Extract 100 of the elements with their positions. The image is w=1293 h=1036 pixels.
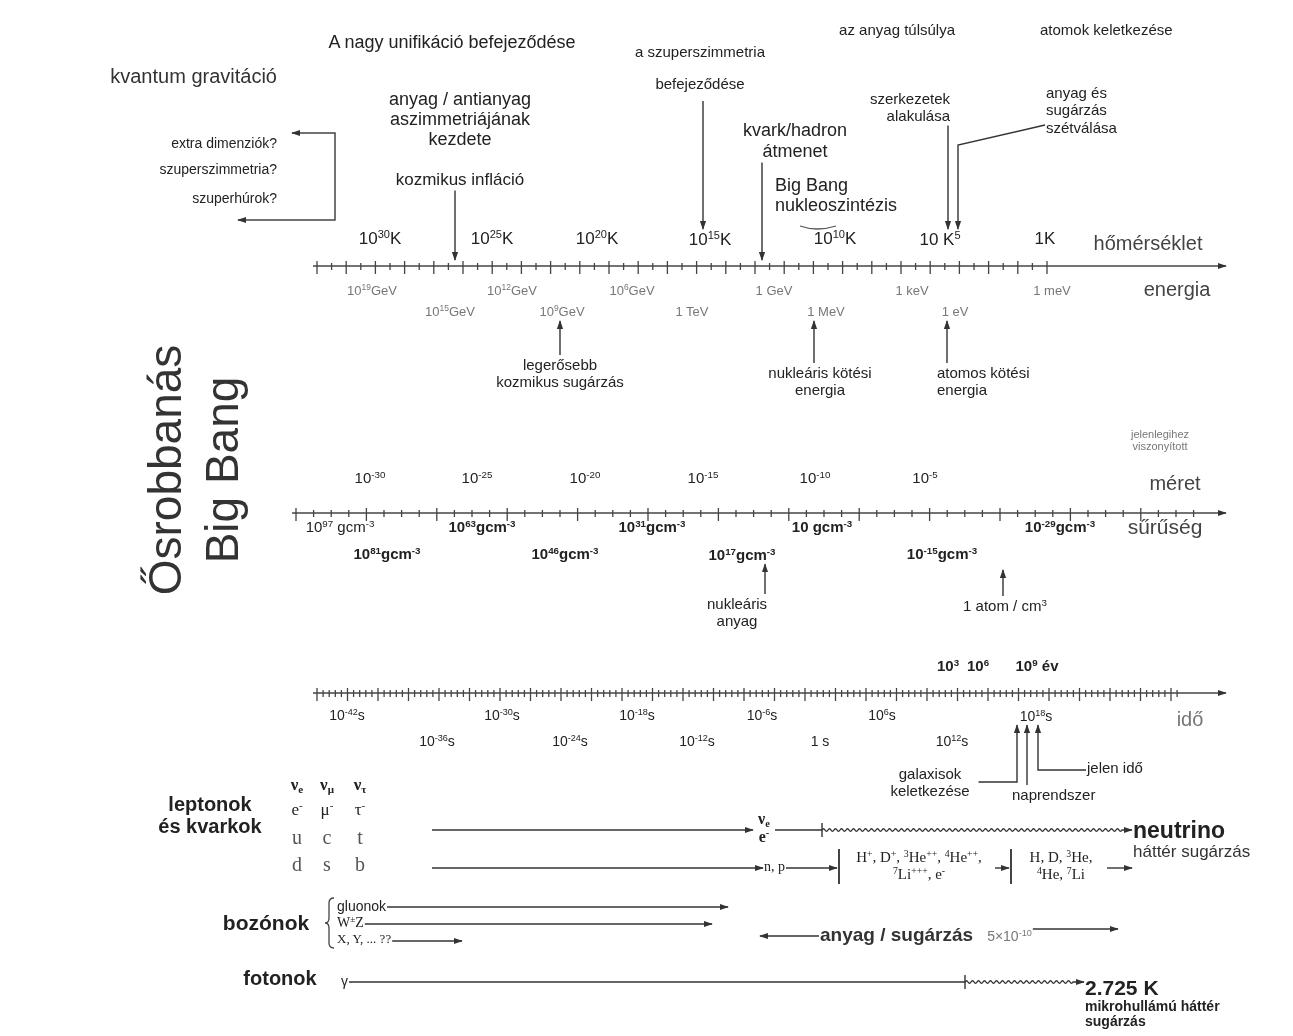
annotation-text: kozmikus infláció	[375, 170, 545, 190]
annotation-text: neutrino	[1133, 818, 1226, 844]
arrow	[759, 932, 820, 940]
axis-label: 10$^{30}$K	[358, 230, 402, 249]
axis-label: 10$^{6}$	[966, 658, 990, 675]
annotation-text: háttér sugárzás	[1133, 843, 1252, 862]
annotation-text: bozónok	[222, 911, 310, 935]
annotation-text: n, p	[764, 859, 785, 876]
axis-title: energia	[1143, 278, 1211, 300]
arrow	[451, 189, 459, 261]
axis-label: 10$^{63}$gcm$^{-3}$	[448, 519, 516, 536]
temperature-energy-axis	[312, 260, 1227, 275]
annotation-text: fotonok	[243, 967, 317, 989]
axis-label: 10$^{97}$ gcm$^{-3}$	[305, 519, 375, 536]
arrow	[944, 124, 952, 230]
axis-label: 10$^{-29}$gcm$^{-3}$	[1024, 519, 1096, 536]
annotation-text: 10$^{9}$GeV	[539, 305, 585, 320]
axis-label: 10$^{-30}$s	[484, 708, 520, 724]
annotation-text: X, Y, ... ??	[337, 932, 392, 947]
axis-label: 10$^{12}$s	[935, 734, 969, 750]
arrow	[943, 320, 951, 364]
arrow	[1034, 724, 1087, 771]
axis-label: 10$^{-12}$s	[679, 734, 715, 750]
particle-symbol: t	[357, 826, 363, 848]
arrow	[364, 920, 713, 928]
axis-title: méret	[1149, 472, 1201, 494]
particle-symbol: u	[292, 826, 302, 848]
arrow	[810, 320, 818, 364]
axis-label: 10$^{-5}$	[912, 470, 938, 487]
axis-title: sűrűség	[1127, 515, 1203, 539]
annotation-text: jelenlegihez viszonyított	[1129, 428, 1191, 453]
arrow	[386, 903, 729, 911]
annotation-text: nukleáris anyag	[692, 595, 782, 630]
annotation-text: 10 K$^{5}$	[919, 230, 961, 250]
arrow	[954, 124, 1046, 230]
arrow	[391, 937, 463, 945]
annotation-text: W$^{±}$Z	[337, 915, 364, 932]
annotation-text: a szuperszimmetria befejeződése	[605, 36, 795, 100]
particle-symbol: e$^{-}$	[291, 801, 303, 820]
arrow	[556, 320, 564, 356]
particle-symbol: τ$^{-}$	[354, 801, 366, 820]
annotation-text: 1 MeV	[807, 305, 845, 320]
axis-label: 10$^{-15}$gcm$^{-3}$	[906, 546, 978, 563]
annotation-text: 10$^{15}$K	[688, 230, 732, 250]
particle-symbol: c	[322, 826, 332, 848]
axis-label: 10$^{12}$GeV	[487, 284, 537, 299]
arrow	[994, 864, 1010, 872]
axis-label: 10$^{-15}$	[687, 470, 719, 487]
arrow	[774, 826, 1133, 834]
axis-label: 10$^{20}$K	[575, 230, 619, 249]
arrow	[1032, 925, 1119, 933]
axis-label: 10$^{-20}$	[569, 470, 601, 487]
arrow	[1106, 864, 1133, 872]
annotation-text: 1 atom / cm$^{3}$	[950, 597, 1060, 615]
axis-title: idő	[1176, 708, 1204, 730]
particle-symbol: ν$_{e}$	[290, 776, 304, 795]
annotation-text: atomos kötési energia	[937, 364, 1077, 399]
ion-list: H, D, $^{3}$He, $^{4}$He, $^{7}$Li	[1010, 849, 1106, 884]
annotation-text: atomok keletkezése	[1040, 22, 1173, 39]
axis-label: 1 s	[810, 734, 830, 750]
axis-label: 1 meV	[1033, 284, 1071, 299]
title-text: Ősrobbanás	[139, 344, 191, 596]
particle-symbol: ν$_{τ}$	[353, 776, 367, 795]
annotation-text: kvantum gravitáció	[110, 65, 277, 87]
axis-label: 1 GeV	[755, 284, 793, 299]
axis-label: 10$^{-24}$s	[552, 734, 588, 750]
annotation-text: szuperhúrok?	[192, 191, 277, 207]
annotation-text: anyag / sugárzás	[820, 925, 974, 946]
axis-label: 10$^{19}$GeV	[347, 284, 397, 299]
axis-label: 10$^{25}$K	[470, 230, 514, 249]
annotation-text: anyag és sugárzás szétválása	[1046, 84, 1146, 136]
axis-label: 10$^{9}$ év	[1015, 658, 1059, 675]
annotation-text: 10$^{18}$s	[1019, 708, 1053, 725]
ion-list: H$^{+}$, D$^{+}$, $^{3}$He$^{++}$, $^{4}$He$^{++}$, $^{7}$Li$^{+++}$, e$^{-}$	[838, 849, 994, 884]
arrow	[758, 161, 766, 261]
annotation-text: naprendszer	[1012, 786, 1096, 804]
axis-label: 10$^{3}$	[936, 658, 960, 675]
annotation-text: γ	[341, 973, 348, 990]
axis-label: 1K	[1034, 230, 1056, 249]
annotation-text: legerősebb kozmikus sugárzás	[495, 356, 625, 391]
annotation-text: anyag / antianyag aszimmetriájának kezdete	[387, 90, 533, 150]
annotation-text: 2.725 K	[1085, 976, 1160, 1000]
annotation-text: 5×10$^{-10}$	[987, 929, 1032, 945]
axis-label: 10$^{81}$gcm$^{-3}$	[353, 546, 421, 563]
annotation-text: Big Bang nukleoszintézis	[775, 176, 899, 216]
axis-label: 10$^{-25}$	[461, 470, 493, 487]
arrow	[348, 978, 1085, 986]
axis-label: 10$^{31}$gcm$^{-3}$	[618, 519, 686, 536]
axis-label: 1 TeV	[675, 305, 709, 320]
arrow	[761, 563, 769, 595]
axis-label: 10 gcm$^{-3}$	[791, 519, 853, 536]
arrow	[785, 864, 838, 872]
arrow	[699, 100, 707, 230]
arrow	[999, 569, 1007, 597]
annotation-text: szuperszimmetria?	[159, 162, 277, 178]
axis-label: 10$^{10}$K	[813, 230, 857, 249]
annotation-text: 1 eV	[941, 305, 969, 320]
particle-symbol: s	[323, 853, 331, 875]
annotation-text: mikrohullámú háttér sugárzás	[1085, 999, 1221, 1030]
particle-symbol: ν$_{μ}$	[320, 776, 334, 795]
